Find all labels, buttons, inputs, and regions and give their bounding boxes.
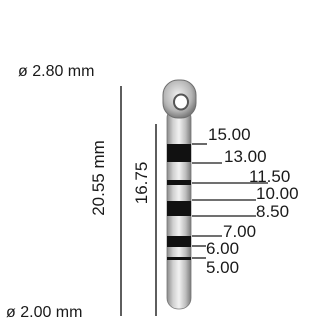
depth-mark-label: 10.00 xyxy=(256,184,299,203)
depth-mark-label: 5.00 xyxy=(206,258,239,277)
depth-mark-leaders xyxy=(192,143,268,259)
marked-length-label: 16.75 xyxy=(132,162,151,205)
depth-band xyxy=(167,257,191,260)
gauge-head-eyelet xyxy=(173,93,189,111)
depth-mark-label: 7.00 xyxy=(223,222,256,241)
depth-mark-label: 15.00 xyxy=(208,125,251,144)
top-diameter-label: ø 2.80 mm xyxy=(18,63,94,80)
depth-bands xyxy=(167,144,191,260)
depth-band xyxy=(167,180,191,185)
bottom-diameter-label: ø 2.00 mm xyxy=(6,304,82,320)
depth-mark-label: 6.00 xyxy=(206,239,239,258)
depth-mark-labels: 15.00 13.00 11.50 10.00 8.50 7.00 6.00 5… xyxy=(206,125,299,277)
overall-length-label: 20.55 mm xyxy=(89,140,108,216)
depth-band xyxy=(167,236,191,247)
depth-gauge-instrument xyxy=(162,79,197,310)
depth-band xyxy=(167,144,191,162)
depth-mark-label: 13.00 xyxy=(224,147,267,166)
depth-band xyxy=(167,201,191,216)
depth-mark-label: 8.50 xyxy=(256,202,289,221)
depth-mark-label: 11.50 xyxy=(249,167,290,186)
